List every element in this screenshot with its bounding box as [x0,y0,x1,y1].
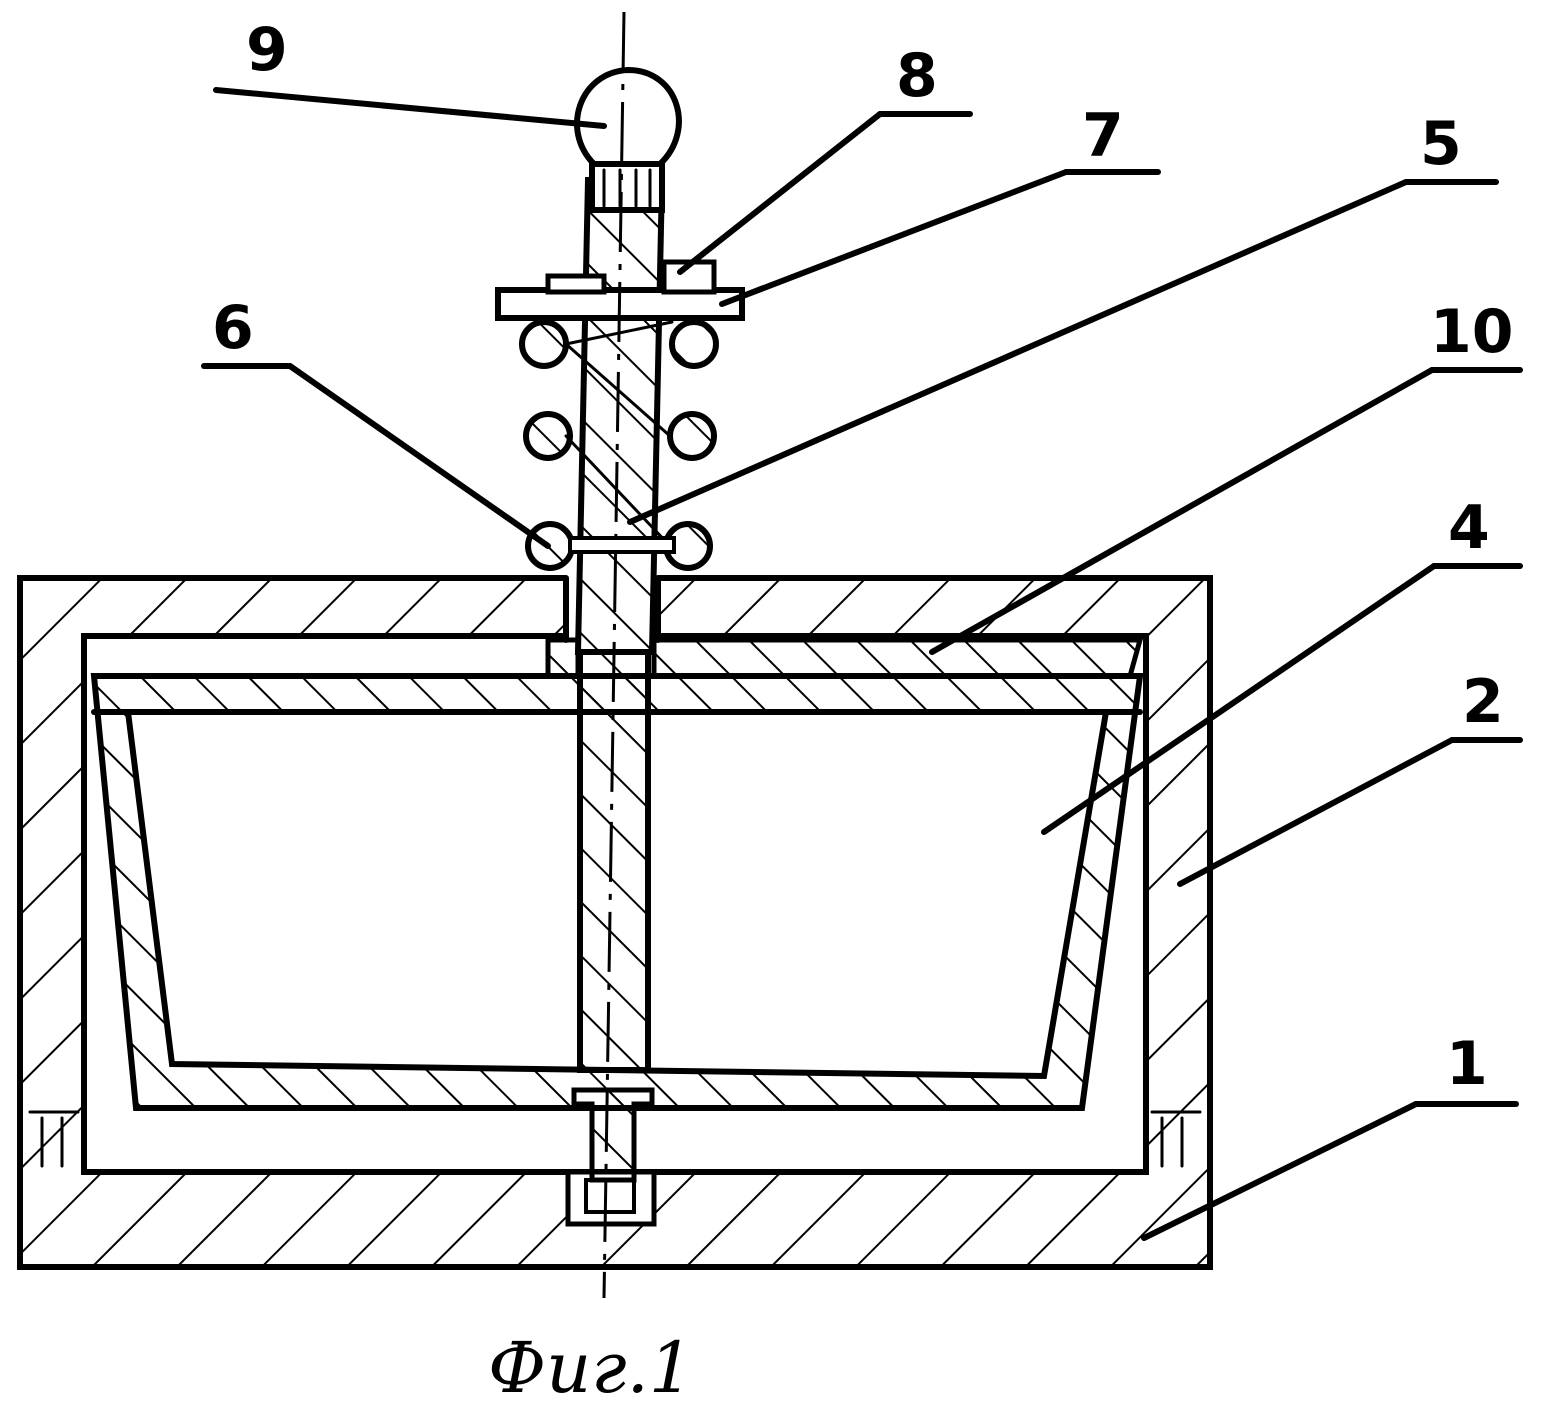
label-2: 2 [1462,667,1504,737]
label-6: 6 [212,293,254,363]
label-5: 5 [1420,109,1462,179]
figure-caption: Фиг.1 [488,1327,693,1409]
knob [577,70,679,164]
label-4: 4 [1448,493,1490,563]
label-8: 8 [896,41,938,111]
label-9: 9 [246,15,288,85]
label-7: 7 [1082,101,1124,171]
part-labels: 9 8 7 5 6 10 4 2 1 [212,15,1514,1099]
label-10: 10 [1430,297,1514,367]
label-1: 1 [1446,1029,1488,1099]
